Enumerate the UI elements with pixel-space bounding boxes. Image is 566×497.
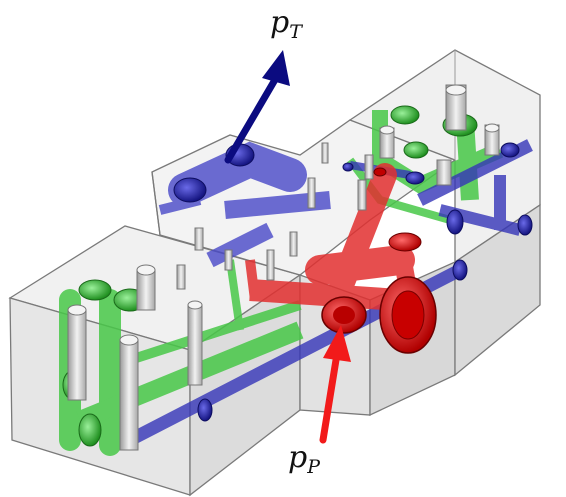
pin: [307, 177, 316, 209]
pin: [119, 334, 139, 451]
green-port: [78, 413, 102, 447]
pin: [379, 125, 395, 159]
pin: [136, 264, 156, 311]
pin: [194, 227, 204, 251]
red-ports: [321, 167, 437, 354]
label-pump-sub: P: [307, 456, 321, 478]
pin: [484, 123, 500, 156]
label-pump-pressure: pP: [288, 443, 320, 477]
blue-port: [173, 177, 207, 203]
pin: [176, 264, 186, 290]
label-pump-base: p: [288, 440, 308, 475]
pin: [357, 179, 367, 211]
red-port-large-inner: [391, 290, 425, 340]
pin: [187, 300, 203, 386]
blue-port: [197, 398, 213, 422]
pin: [436, 159, 452, 186]
pins: [67, 84, 500, 451]
pin: [321, 142, 329, 164]
green-port: [78, 279, 112, 301]
pin: [266, 249, 275, 281]
arrow-up-left-icon: [319, 325, 351, 444]
green-port: [390, 105, 420, 125]
pin: [364, 154, 374, 180]
blue-port: [446, 209, 464, 235]
blue-port: [405, 171, 425, 185]
label-tank-sub: T: [289, 21, 302, 43]
pin: [224, 249, 233, 271]
red-port-small: [373, 167, 387, 177]
pin: [445, 84, 467, 131]
blue-port: [452, 259, 468, 281]
pin: [67, 304, 87, 401]
blue-port: [517, 214, 533, 236]
label-tank-base: p: [270, 5, 290, 40]
green-port: [403, 141, 429, 159]
pin: [289, 231, 298, 257]
red-port-top: [388, 232, 422, 252]
blue-port: [342, 162, 354, 172]
arrow-up-right-icon: [224, 50, 290, 164]
blue-port: [500, 142, 520, 158]
red-port-front-inner: [333, 306, 355, 324]
label-tank-pressure: pT: [270, 8, 302, 42]
